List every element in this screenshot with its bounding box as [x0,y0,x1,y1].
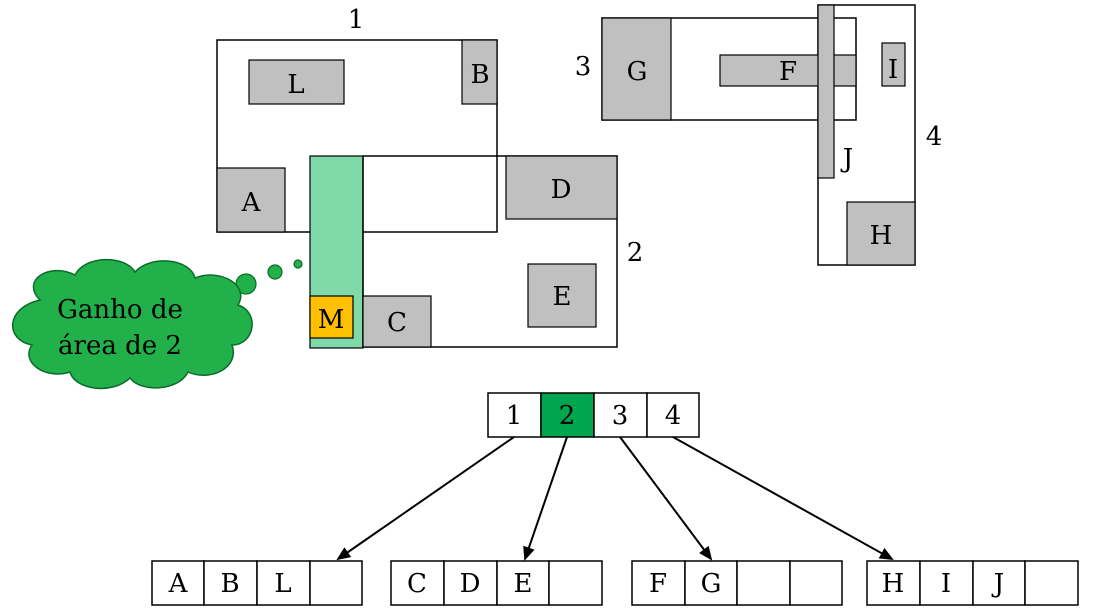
leaf-node-2: C D E [390,560,603,606]
object-e [527,263,597,328]
root-node: 1 2 3 4 [487,392,700,438]
object-b-label: B [470,60,489,90]
leaf-3-cell [789,560,843,606]
leaf-1-cell-text: B [220,569,239,599]
leaf-4-cell-text: J [991,569,1004,599]
leaf-3-cell-text: F [649,569,667,599]
object-g [601,17,672,121]
arrow-to-leaf-4 [672,436,894,560]
object-h-label: H [870,221,893,251]
thought-text-line1: Ganho de [57,295,183,325]
root-cell-3-text: 3 [612,401,629,431]
leaf-4-cell [972,560,1026,606]
arrow-to-leaf-3 [619,436,713,561]
leaf-3-cell [736,560,791,606]
leaf-4-cell [919,560,974,606]
leaf-2-cell-text: C [407,569,427,599]
leaf-1-cell [203,560,258,606]
root-cell-2 [540,392,595,438]
leaf-1-cell [309,560,363,606]
region-4-label: 4 [926,122,943,152]
thought-text-line2: área de 2 [58,331,182,361]
object-c [362,295,432,348]
leaf-3-cell [684,560,738,606]
object-b [461,39,498,105]
region-2-label: 2 [627,238,644,268]
object-d-label: D [551,175,572,205]
leaf-2-cell [443,560,498,606]
object-l-label: L [287,70,304,100]
arrow-to-leaf-1 [336,436,515,561]
object-d [505,155,618,220]
leaf-node-3: F G [631,560,843,606]
object-e-label: E [553,282,572,312]
object-j [817,4,835,179]
object-f-label: F [779,57,797,87]
object-i-label: I [888,55,898,85]
leaf-2-cell-text: E [514,569,533,599]
object-c-label: C [387,308,407,338]
leaf-1-cell-text: L [274,569,291,599]
object-m [309,295,354,339]
leaf-node-4: H I J [866,560,1079,606]
root-cell-4 [646,392,700,438]
leaf-4-cell-text: I [941,569,951,599]
object-h [846,201,916,266]
leaf-1-cell-text: A [168,569,189,599]
object-j-label: J [840,144,853,174]
region-1-label: 1 [348,5,365,35]
thought-dot-small [293,259,303,269]
leaf-4-cell [1024,560,1079,606]
leaf-1-cell [151,560,205,606]
root-cell-1-text: 1 [506,401,523,431]
object-a [216,167,286,233]
thought-dot-medium [267,264,283,280]
object-a-label: A [241,188,262,218]
thought-bubble: Ganho de área de 2 [12,258,303,390]
object-g-label: G [627,57,648,87]
object-m-label: M [318,305,345,335]
thought-cloud [12,258,253,390]
arrow-to-leaf-2 [523,436,568,561]
leaf-node-1: A B L [151,560,363,606]
region-3-label: 3 [575,52,592,82]
region-2-box [362,155,618,348]
object-i [881,42,906,87]
leaf-2-cell [548,560,603,606]
leaf-4-cell [866,560,921,606]
leaf-4-cell-text: H [882,569,905,599]
leaf-2-cell-text: D [460,569,481,599]
leaf-2-cell [496,560,550,606]
root-cell-2-text: 2 [559,401,576,431]
root-cell-4-text: 4 [665,401,682,431]
leaf-1-cell [256,560,311,606]
object-l [248,59,345,105]
root-cell-1 [487,392,542,438]
leaf-3-cell-text: G [701,569,722,599]
